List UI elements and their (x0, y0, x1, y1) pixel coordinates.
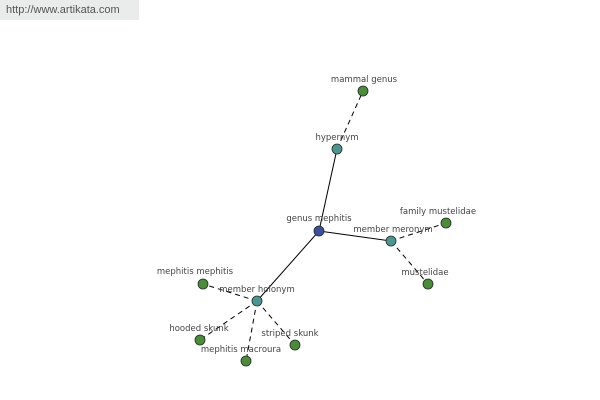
node-striped-skunk[interactable] (289, 339, 301, 351)
label-mustelidae[interactable]: mustelidae (401, 268, 448, 278)
label-hooded-skunk[interactable]: hooded skunk (169, 324, 228, 334)
node-family-mustelidae[interactable] (440, 217, 452, 229)
edge-member-holonym-to-striped-skunk (256, 300, 296, 346)
edge-genus-mephitis-to-member-meronym (318, 230, 392, 242)
nodes-layer (194, 85, 452, 367)
source-url[interactable]: http://www.artikata.com (0, 0, 139, 20)
edge-member-holonym-to-mephitis-mephitis (202, 283, 258, 302)
node-hypernym[interactable] (331, 143, 343, 155)
edges-layer (199, 90, 447, 362)
edge-hypernym-to-mammal-genus (336, 90, 364, 150)
label-striped-skunk[interactable]: striped skunk (261, 329, 318, 339)
edge-genus-mephitis-to-member-holonym (256, 230, 320, 302)
node-mammal-genus[interactable] (357, 85, 369, 97)
edge-genus-mephitis-to-hypernym (318, 148, 338, 232)
label-hypernym[interactable]: hypernym (315, 133, 358, 143)
edge-member-meronym-to-mustelidae (390, 240, 429, 285)
node-genus-mephitis[interactable] (313, 225, 325, 237)
label-member-meronym[interactable]: member meronym (353, 225, 432, 235)
edge-member-meronym-to-family-mustelidae (390, 222, 447, 242)
node-mephitis-macroura[interactable] (240, 355, 252, 367)
label-mephitis-macroura[interactable]: mephitis macroura (201, 345, 281, 355)
label-family-mustelidae[interactable]: family mustelidae (400, 207, 476, 217)
node-mephitis-mephitis[interactable] (197, 278, 209, 290)
label-mammal-genus[interactable]: mammal genus (331, 75, 398, 85)
labels-layer: genus mephitis hypernym mammal genus member… (157, 75, 476, 355)
edge-member-holonym-to-mephitis-macroura (245, 300, 258, 362)
node-member-meronym[interactable] (385, 235, 397, 247)
label-genus-mephitis[interactable]: genus mephitis (286, 214, 352, 224)
node-mustelidae[interactable] (422, 278, 434, 290)
edge-member-holonym-to-hooded-skunk (199, 300, 258, 341)
label-mephitis-mephitis[interactable]: mephitis mephitis (157, 267, 234, 277)
node-hooded-skunk[interactable] (194, 334, 206, 346)
node-member-holonym[interactable] (251, 295, 263, 307)
label-member-holonym[interactable]: member holonym (219, 285, 294, 295)
